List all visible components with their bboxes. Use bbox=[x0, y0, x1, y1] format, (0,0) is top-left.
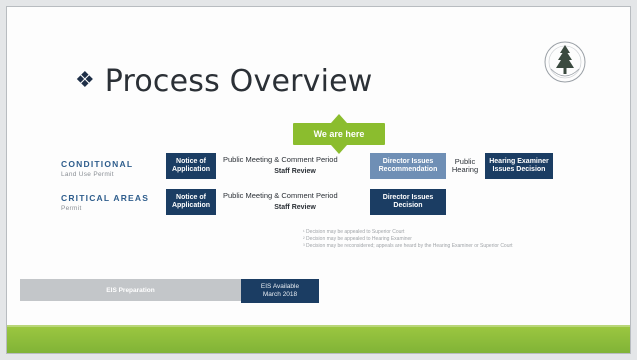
eis-available-date: March 2018 bbox=[262, 291, 298, 298]
footnote: ¹ Decision may be appealed to Superior C… bbox=[303, 229, 405, 235]
we-are-here-marker: We are here bbox=[293, 123, 385, 145]
eis-preparation-bar: EIS Preparation bbox=[20, 279, 241, 301]
staff-review-label: Staff Review bbox=[274, 168, 316, 175]
diamond-bullet-icon: ❖ bbox=[75, 68, 95, 93]
meeting-comment-label: Public Meeting & Comment Period bbox=[223, 155, 338, 164]
footnote: ³ Decision may be reconsidered; appeals … bbox=[303, 243, 513, 249]
eis-available-label: EIS Available bbox=[260, 283, 300, 290]
director-recommendation-box: Director Issues Recommendation bbox=[370, 153, 446, 179]
public-hearing-label: Public Hearing bbox=[451, 157, 479, 174]
row-subtitle: Permit bbox=[61, 205, 82, 212]
meeting-comment-label: Public Meeting & Comment Period bbox=[223, 191, 338, 200]
hearing-examiner-decision-box: Hearing Examiner Issues Decision bbox=[485, 153, 553, 179]
eis-available-box: EIS Available March 2018 bbox=[241, 279, 319, 303]
director-decision-box: Director Issues Decision bbox=[370, 189, 446, 215]
page-title: Process Overview bbox=[104, 63, 373, 99]
notice-of-application-box: Notice of Application bbox=[166, 153, 216, 179]
row-label-critical-areas: CRITICAL AREAS Permit bbox=[61, 193, 149, 212]
notice-of-application-box: Notice of Application bbox=[166, 189, 216, 215]
row-name: CONDITIONAL bbox=[61, 159, 134, 169]
staff-review-label: Staff Review bbox=[274, 204, 316, 211]
row-name: CRITICAL AREAS bbox=[61, 193, 150, 203]
footer-band bbox=[7, 327, 630, 353]
row-label-conditional: CONDITIONAL Land Use Permit bbox=[61, 159, 133, 178]
marker-arrow-up-icon bbox=[331, 114, 347, 123]
city-seal-logo bbox=[544, 41, 586, 83]
footnote: ² Decision may be appealed to Hearing Ex… bbox=[303, 236, 412, 242]
row-subtitle: Land Use Permit bbox=[61, 171, 114, 178]
title-block: ❖ Process Overview bbox=[75, 61, 373, 101]
marker-arrow-down-icon bbox=[331, 145, 347, 154]
slide: ❖ Process Overview We are here CONDITION… bbox=[6, 6, 631, 354]
footer-divider bbox=[7, 325, 630, 327]
